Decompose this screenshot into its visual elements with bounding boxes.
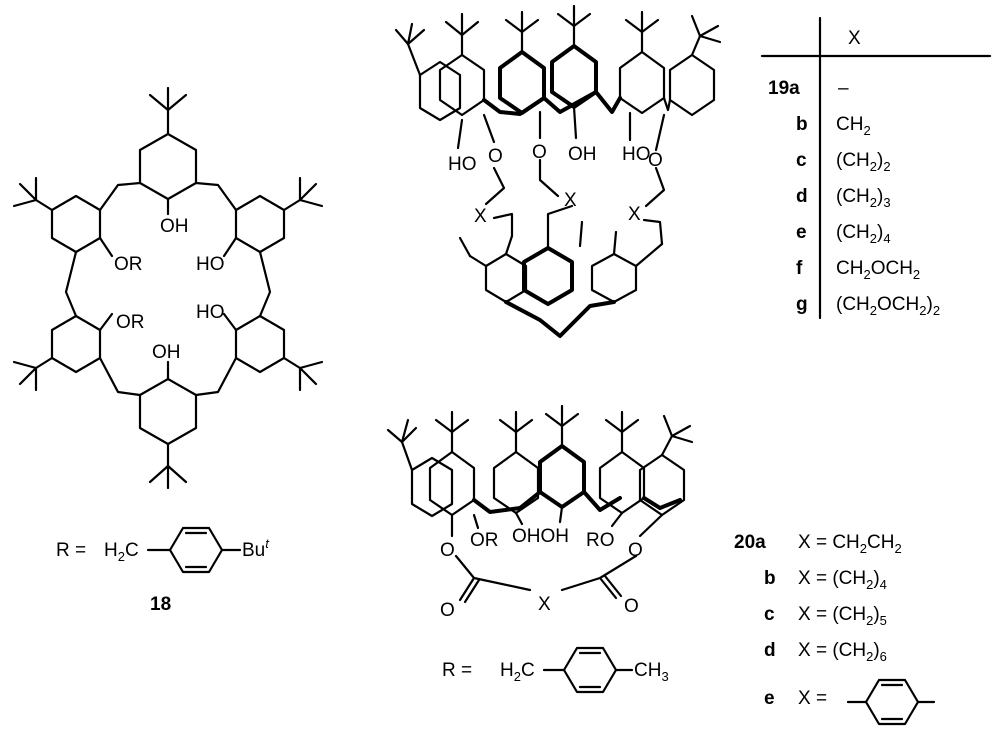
table-20-x-2: X = (CH2)5 — [798, 604, 887, 628]
c20-r-prefix: R = — [442, 660, 472, 681]
aryl-ring-upper-right — [234, 194, 286, 254]
c20-o-left: O — [440, 540, 455, 561]
table-19-x-4: (CH2)4 — [836, 222, 891, 246]
c19-x-right: X — [628, 204, 641, 225]
table-19-x-1: CH2 — [836, 114, 871, 138]
table-19-label-5: f — [796, 258, 803, 279]
table-19-rows: 19a – b CH2 c (CH2)2 d (CH2)3 e (CH2)4 f CH2OCH2 g (C… — [768, 78, 940, 318]
table-19-x-3: (CH2)3 — [836, 186, 891, 210]
table-20-label-3: d — [764, 640, 776, 661]
c18-or-upper: OR — [114, 254, 143, 275]
c19-ho-right: HO — [622, 144, 651, 165]
c19-x-center: X — [564, 190, 577, 211]
c18-r-aryl-ring — [146, 526, 242, 574]
table-19-x-5: CH2OCH2 — [836, 258, 920, 282]
c20-r-ch3: CH3 — [634, 660, 669, 684]
c18-r-but: But — [242, 536, 270, 561]
table-20-x-1: X = (CH2)4 — [798, 568, 887, 592]
table-20-label-0: 20a — [734, 532, 766, 553]
c18-or-lower: OR — [116, 312, 145, 333]
compound-18-label: 18 — [150, 594, 171, 615]
table-20-x-4: X = — [798, 688, 827, 709]
table-19-x-2: (CH2)2 — [836, 150, 891, 174]
aryl-ring-top — [138, 132, 198, 201]
compound-19-structure — [394, 4, 722, 338]
aryl-ring-bottom — [138, 377, 198, 446]
c19-o-center: O — [532, 142, 547, 163]
aryl-ring-upper-left — [50, 194, 102, 254]
table-19-header: X — [848, 28, 861, 49]
c18-r-h2c: H2C — [104, 540, 139, 564]
table-20-label-1: b — [764, 568, 776, 589]
c19-o-right: O — [648, 150, 663, 171]
table-20-rows: 20a X = CH2CH2 b X = (CH2)4 c X = (CH2)5 d X = … — [734, 532, 902, 709]
c20-oh-center: OHOH — [512, 526, 569, 547]
c20-ro-right: RO — [586, 530, 615, 551]
table-19-label-6: g — [796, 294, 808, 315]
c19-ho-left: HO — [448, 154, 477, 175]
table-19-x-0: – — [838, 78, 849, 99]
aryl-ring-lower-right — [234, 314, 286, 374]
aryl-ring-lower-left — [50, 314, 102, 374]
c20-x-bridge: X — [538, 594, 551, 615]
c19-oh-center: OH — [568, 144, 597, 165]
c18-ho-upper: HO — [196, 254, 225, 275]
table-19-x-6: (CH2OCH2)2 — [836, 294, 940, 318]
c20-o-carbonyl-right: O — [624, 596, 639, 617]
table-20-x-0: X = CH2CH2 — [798, 532, 902, 556]
c18-oh-bottom: OH — [152, 342, 181, 363]
table-19-label-0: 19a — [768, 78, 800, 99]
c20-o-carbonyl-left: O — [440, 600, 455, 621]
c20e-aryl-ring — [846, 678, 936, 726]
table-20-x-3: X = (CH2)6 — [798, 640, 887, 664]
table-19-rules — [760, 16, 992, 320]
table-20-label-2: c — [764, 604, 775, 625]
c20-r-h2c: H2C — [500, 660, 535, 684]
c18-ho-lower: HO — [196, 302, 225, 323]
table-19-label-3: d — [796, 186, 808, 207]
c20-or-left: OR — [470, 530, 499, 551]
compound-20-structure — [386, 404, 694, 604]
c20-r-aryl-ring — [542, 646, 634, 694]
c18-oh-top: OH — [160, 216, 189, 237]
c19-x-left: X — [474, 206, 487, 227]
c18-r-prefix: R = — [56, 540, 86, 561]
compound-18-structure — [12, 86, 324, 490]
table-20-label-4: e — [764, 688, 775, 709]
c20-o-right: O — [628, 540, 643, 561]
c19-o-left: O — [488, 146, 503, 167]
table-19-label-4: e — [796, 222, 807, 243]
table-19-label-2: c — [796, 150, 807, 171]
table-19-label-1: b — [796, 114, 808, 135]
